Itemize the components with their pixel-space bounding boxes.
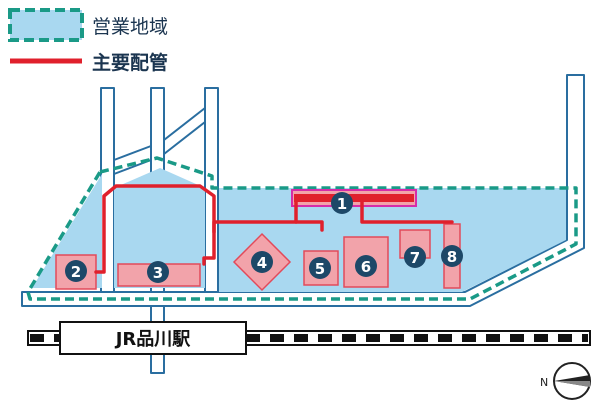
facility-marker-4[interactable]: 4 [251,251,273,273]
facility-marker-2[interactable]: 2 [65,260,87,282]
legend: 営業地域 主要配管 [8,8,168,74]
station-box[interactable] [59,321,247,355]
main-piping [94,184,454,274]
service-area-boundary [26,156,578,301]
service-area-center [114,168,205,288]
facility-markers: 1 2 3 4 5 6 7 8 [65,192,463,283]
railway: JR品川駅 [27,321,591,355]
pipe-link-center [212,220,324,234]
pipe-header-bar [294,194,414,202]
facility-number-4: 4 [257,254,267,272]
facility-number-2: 2 [71,263,81,281]
facility-number-6: 6 [361,258,371,276]
facility-number-3: 3 [153,264,163,282]
legend-area-swatch [8,8,84,42]
road-diagonal-upper [163,107,206,155]
legend-area-label: 営業地域 [92,16,168,38]
facility-marker-5[interactable]: 5 [309,257,331,279]
facility-marker-3[interactable]: 3 [147,261,169,283]
pipe-west-branch [94,184,216,274]
facility-number-8: 8 [447,248,457,266]
facility-5-building [303,250,339,286]
facility-number-5: 5 [315,260,325,278]
facility-marker-8[interactable]: 8 [441,245,463,267]
legend-pipe-label: 主要配管 [92,51,168,74]
facility-marker-7[interactable]: 7 [404,246,426,268]
compass-north-letter: N [540,376,548,389]
facility-marker-6[interactable]: 6 [355,255,377,277]
facility-marker-1[interactable]: 1 [331,192,353,214]
pipe-east-branch [360,200,454,224]
station-label: JR品川駅 [114,329,192,350]
facility-number-7: 7 [410,249,420,267]
compass-arrow-light [554,381,590,387]
road-east [21,74,585,307]
compass: N [540,362,591,400]
facility-number-1: 1 [337,195,347,213]
